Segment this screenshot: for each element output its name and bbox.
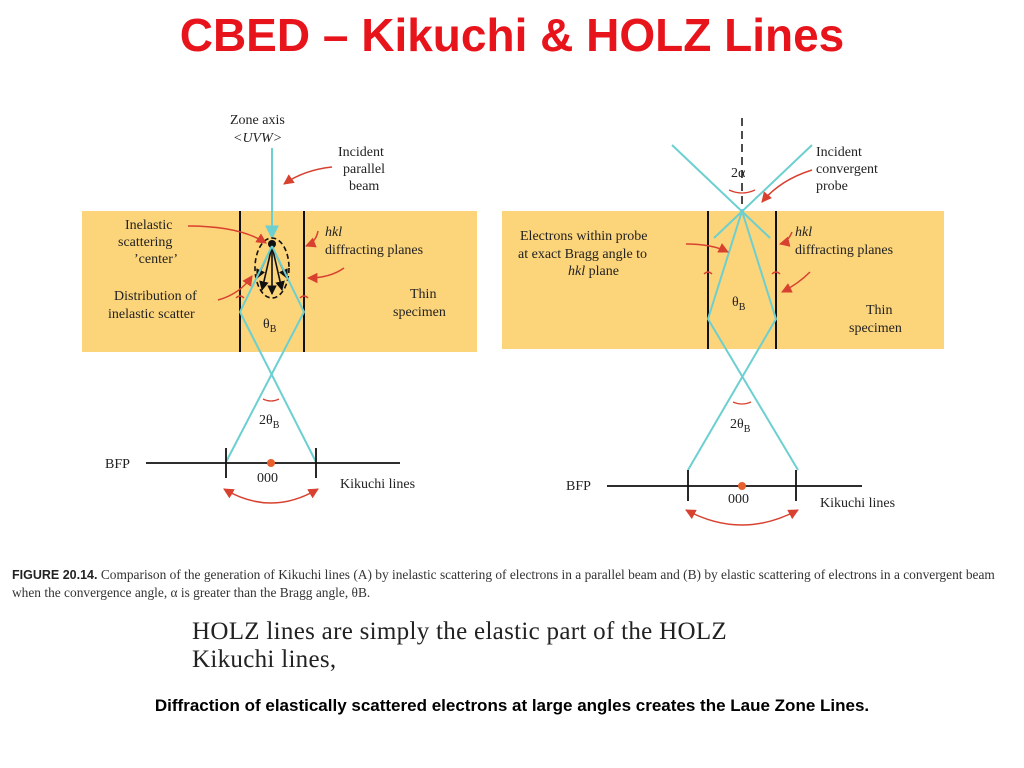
origin-label: 000 xyxy=(257,471,278,486)
angle-marks-a xyxy=(235,295,309,402)
panel-b: 2α Incident convergent probe Electrons w… xyxy=(502,118,944,526)
thin-label: Thin xyxy=(866,303,892,318)
scatter-center xyxy=(268,240,276,248)
incident-beam-label: Incident xyxy=(338,145,384,160)
zone-axis-index: <UVW> xyxy=(233,131,282,146)
distribution-label: inelastic scatter xyxy=(108,307,195,322)
bottom-statement: Diffraction of elastically scattered ele… xyxy=(154,696,870,715)
diffracting-planes-label: diffracting planes xyxy=(325,243,423,258)
specimen-label: specimen xyxy=(849,321,902,336)
inelastic-label: Inelastic xyxy=(125,218,172,233)
kikuchi-arc-a xyxy=(223,488,319,504)
incident-beam-label: beam xyxy=(349,179,379,194)
incident-probe-label: Incident xyxy=(816,145,862,160)
holz-quote-line: HOLZ lines are simply the elastic part o… xyxy=(192,618,727,645)
electrons-label: at exact Bragg angle to xyxy=(518,247,647,262)
electrons-label: Electrons within probe xyxy=(520,229,648,244)
zone-axis-label: Zone axis xyxy=(230,113,285,128)
bragg-rays-a xyxy=(225,245,317,463)
incident-probe-label: probe xyxy=(816,179,848,194)
angle-marks-b xyxy=(703,189,781,405)
bfp-label: BFP xyxy=(105,457,130,472)
incident-probe-label: convergent xyxy=(816,162,878,177)
probe-focus xyxy=(740,209,744,213)
specimen-slab-b xyxy=(502,211,944,349)
specimen-label: specimen xyxy=(393,305,446,320)
theta-b-label: θB xyxy=(263,317,277,335)
kikuchi-lines-label: Kikuchi lines xyxy=(340,477,415,492)
panel-a: Zone axis <UVW> Incident parallel beam I… xyxy=(82,113,477,504)
origin-label: 000 xyxy=(728,492,749,507)
scatter-distribution xyxy=(254,237,290,299)
kikuchi-arc-b xyxy=(685,509,799,526)
diffracting-planes-label: diffracting planes xyxy=(795,243,893,258)
inelastic-label: scattering xyxy=(118,235,172,250)
thin-label: Thin xyxy=(410,287,436,302)
hkl-label: hkl xyxy=(795,225,812,240)
alpha-label: 2α xyxy=(731,166,746,181)
origin-spot-b xyxy=(738,482,746,490)
slide-title: CBED – Kikuchi & HOLZ Lines xyxy=(179,9,845,61)
figure-caption-text: Comparison of the generation of Kikuchi … xyxy=(12,567,995,600)
incident-beam-label: parallel xyxy=(343,162,385,177)
holz-quote: HOLZ lines are simply the elastic part o… xyxy=(192,618,892,674)
two-theta-b-label: 2θB xyxy=(259,413,280,431)
figure-caption-label: FIGURE 20.14. xyxy=(12,568,98,582)
inelastic-label: ’center’ xyxy=(134,252,178,267)
origin-spot-a xyxy=(267,459,275,467)
hkl-label: hkl xyxy=(325,225,342,240)
two-theta-b-label: 2θB xyxy=(730,417,751,435)
distribution-label: Distribution of xyxy=(114,289,197,304)
kikuchi-lines-label: Kikuchi lines xyxy=(820,496,895,511)
holz-quote-line: Kikuchi lines, xyxy=(192,646,337,673)
kikuchi-figure: Zone axis <UVW> Incident parallel beam I… xyxy=(82,113,944,526)
label-arrows-a xyxy=(187,166,345,301)
electrons-label: hkl plane xyxy=(568,264,619,279)
figure-caption: FIGURE 20.14. Comparison of the generati… xyxy=(12,566,1012,602)
theta-b-label: θB xyxy=(732,295,746,313)
bfp-label: BFP xyxy=(566,479,591,494)
label-arrows-b xyxy=(685,169,813,293)
